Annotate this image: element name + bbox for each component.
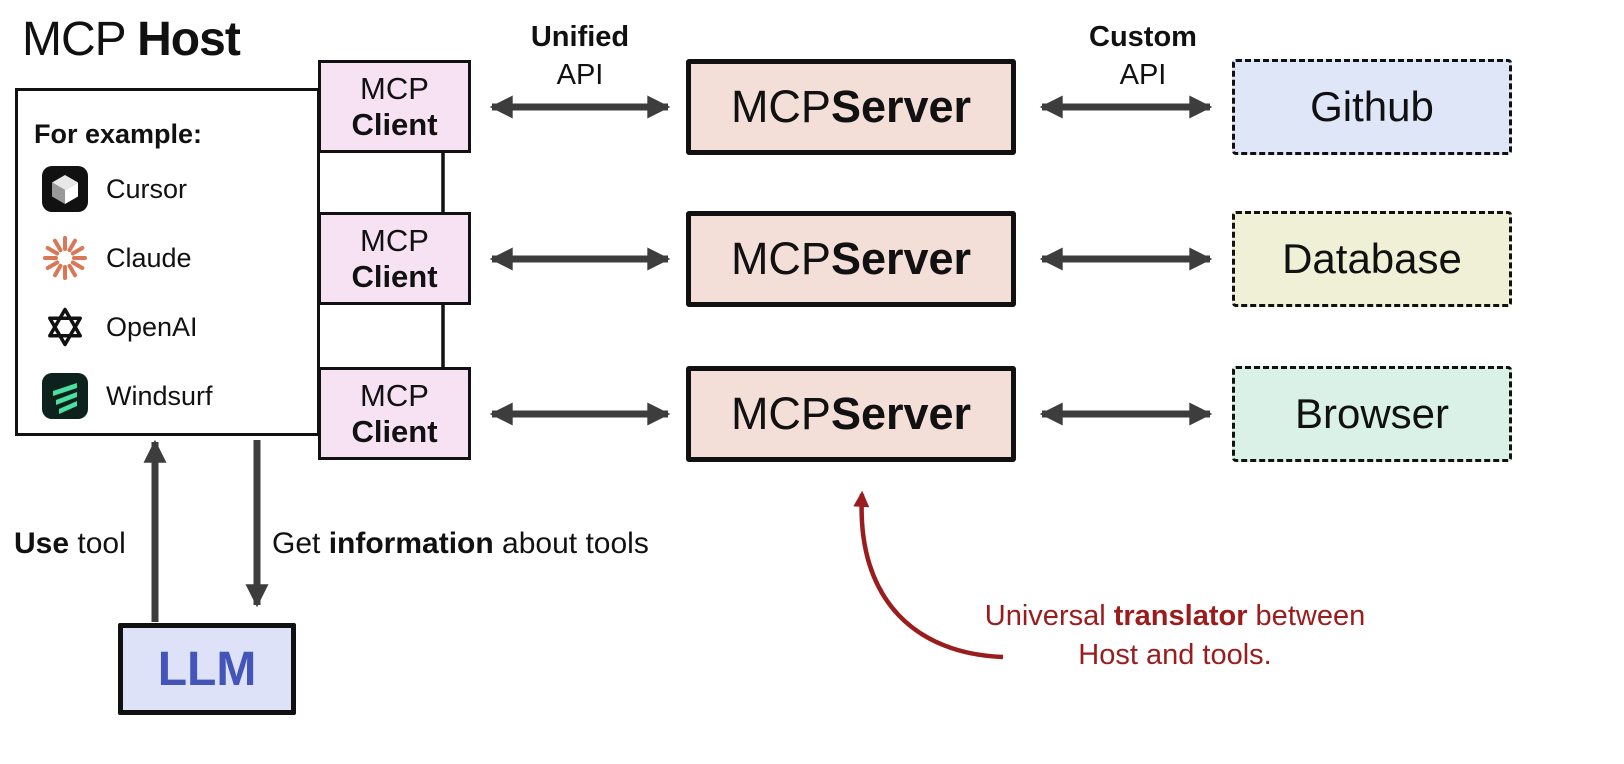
host-app-cursor: Cursor xyxy=(42,165,213,213)
tool-label-browser: Browser xyxy=(1294,390,1450,437)
mcp-server-box-3: MCP Server xyxy=(686,366,1016,462)
client-line1: MCP xyxy=(360,222,429,258)
windsurf-icon xyxy=(42,373,88,419)
server-label-normal: MCP xyxy=(730,233,831,284)
custom-api-label: Custom API xyxy=(1058,18,1228,94)
app-label-claude: Claude xyxy=(106,242,192,273)
mcp-server-box-2: MCP Server xyxy=(686,211,1016,307)
annotation-line1-pre: Universal xyxy=(984,600,1114,632)
mcp-client-box-1: MCP Client xyxy=(318,60,471,153)
annotation-line1-post: between xyxy=(1247,600,1366,632)
get-info-pre: Get xyxy=(272,527,329,560)
get-info-label: Get information about tools xyxy=(272,527,649,561)
server-label-normal: MCP xyxy=(730,81,831,132)
tool-box-database: Database xyxy=(1232,211,1512,307)
tool-box-browser: Browser xyxy=(1232,366,1512,462)
annotation-line2: Host and tools. xyxy=(1078,639,1272,671)
use-tool-bold: Use xyxy=(14,527,70,560)
host-app-windsurf: Windsurf xyxy=(42,372,213,420)
client-line1: MCP xyxy=(360,377,429,413)
server-label-bold: Server xyxy=(830,81,972,132)
unified-api-line2: API xyxy=(556,59,604,91)
llm-box: LLM xyxy=(118,623,296,715)
for-example-label: For example: xyxy=(34,119,203,149)
tool-label-github: Github xyxy=(1310,83,1434,130)
llm-label: LLM xyxy=(157,642,257,696)
mcp-server-box-1: MCP Server xyxy=(686,59,1016,155)
diagram-title: MCP Host xyxy=(22,12,241,67)
custom-api-line1: Custom xyxy=(1089,21,1197,53)
get-info-post: about tools xyxy=(493,527,649,560)
openai-icon xyxy=(42,304,88,350)
translator-annotation: Universal translator between Host and to… xyxy=(950,597,1400,675)
title-mcp: MCP xyxy=(22,13,138,66)
tool-box-github: Github xyxy=(1232,59,1512,155)
client-line1: MCP xyxy=(360,70,429,106)
host-app-openai: OpenAI xyxy=(42,303,213,351)
mcp-client-box-2: MCP Client xyxy=(318,212,471,305)
app-label-windsurf: Windsurf xyxy=(106,380,213,411)
app-label-openai: OpenAI xyxy=(106,311,198,342)
server-label-normal: MCP xyxy=(730,388,831,439)
mcp-client-box-3: MCP Client xyxy=(318,367,471,460)
claude-icon xyxy=(42,235,88,281)
cursor-icon xyxy=(42,166,88,212)
client-line2: Client xyxy=(351,413,438,449)
mcp-host-box: For example: Cursor xyxy=(15,88,320,436)
server-label-bold: Server xyxy=(830,388,972,439)
title-host: Host xyxy=(137,13,241,66)
server-label-bold: Server xyxy=(830,233,972,284)
unified-api-label: Unified API xyxy=(495,18,665,94)
get-info-bold: information xyxy=(328,527,494,560)
unified-api-line1: Unified xyxy=(530,21,630,53)
use-tool-label: Use tool xyxy=(14,527,126,561)
annotation-line1: Universal translator between xyxy=(950,597,1400,636)
host-app-claude: Claude xyxy=(42,234,213,282)
tool-label-database: Database xyxy=(1282,235,1462,282)
use-tool-rest: tool xyxy=(69,527,126,560)
custom-api-line2: API xyxy=(1119,59,1167,91)
app-label-cursor: Cursor xyxy=(106,173,188,204)
host-app-list: Cursor xyxy=(42,165,213,420)
client-line2: Client xyxy=(351,106,438,142)
client-line2: Client xyxy=(351,258,438,294)
annotation-line1-bold: translator xyxy=(1113,600,1248,632)
